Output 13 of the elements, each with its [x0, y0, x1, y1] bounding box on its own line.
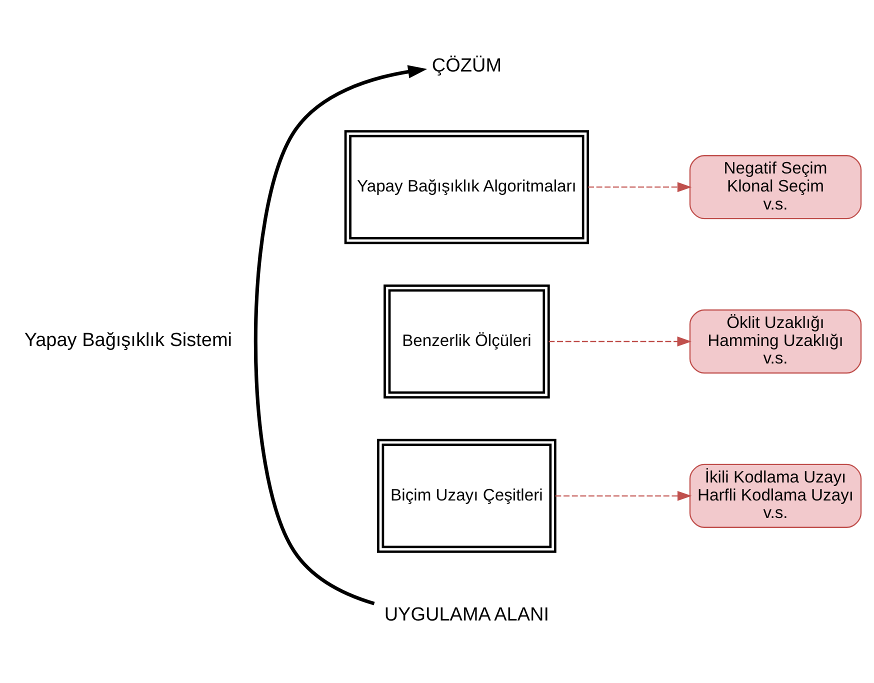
arrow	[588, 182, 692, 192]
node-text: ÇÖZÜM	[432, 56, 502, 77]
node-box: İkili Kodlama Uzayı Harfli Kodlama Uzayı v.s.	[689, 464, 862, 528]
node-box: Yapay Bağışıklık Algoritmaları	[344, 130, 590, 244]
node-box: Biçim Uzayı Çeşitleri	[377, 438, 556, 553]
node-box: Negatif Seçim Klonal Seçim v.s.	[689, 155, 862, 220]
node-box: Öklit Uzaklığı Hamming Uzaklığı v.s.	[689, 309, 862, 374]
arrow	[555, 490, 692, 501]
arrow	[254, 65, 428, 606]
node-text: UYGULAMA ALANI	[384, 604, 550, 626]
arrow	[548, 336, 692, 346]
node-box: Benzerlik Ölçüleri	[384, 284, 550, 399]
label: Yapay Bağışıklık Sistemi	[24, 330, 232, 352]
